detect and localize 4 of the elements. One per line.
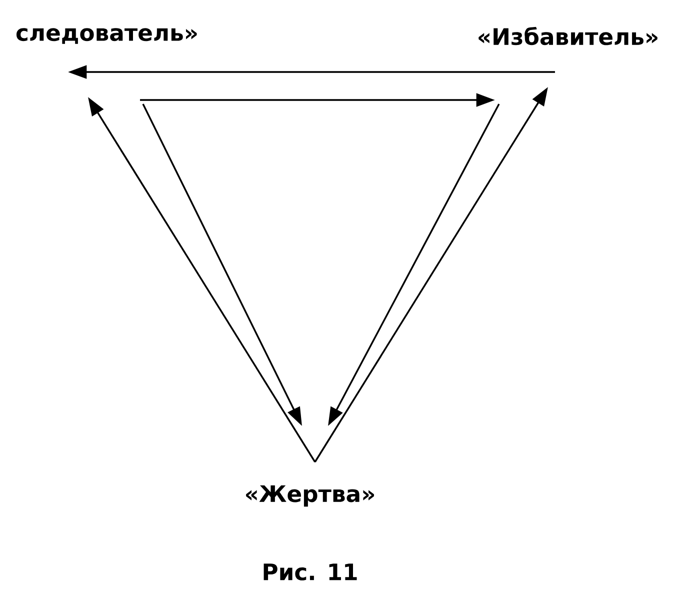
role-label: «Жертва» bbox=[246, 485, 374, 507]
role-label: «Избавитель» bbox=[478, 26, 658, 46]
role-label: следователь» bbox=[16, 28, 197, 44]
figure-caption: Рис. 11 bbox=[264, 564, 357, 580]
